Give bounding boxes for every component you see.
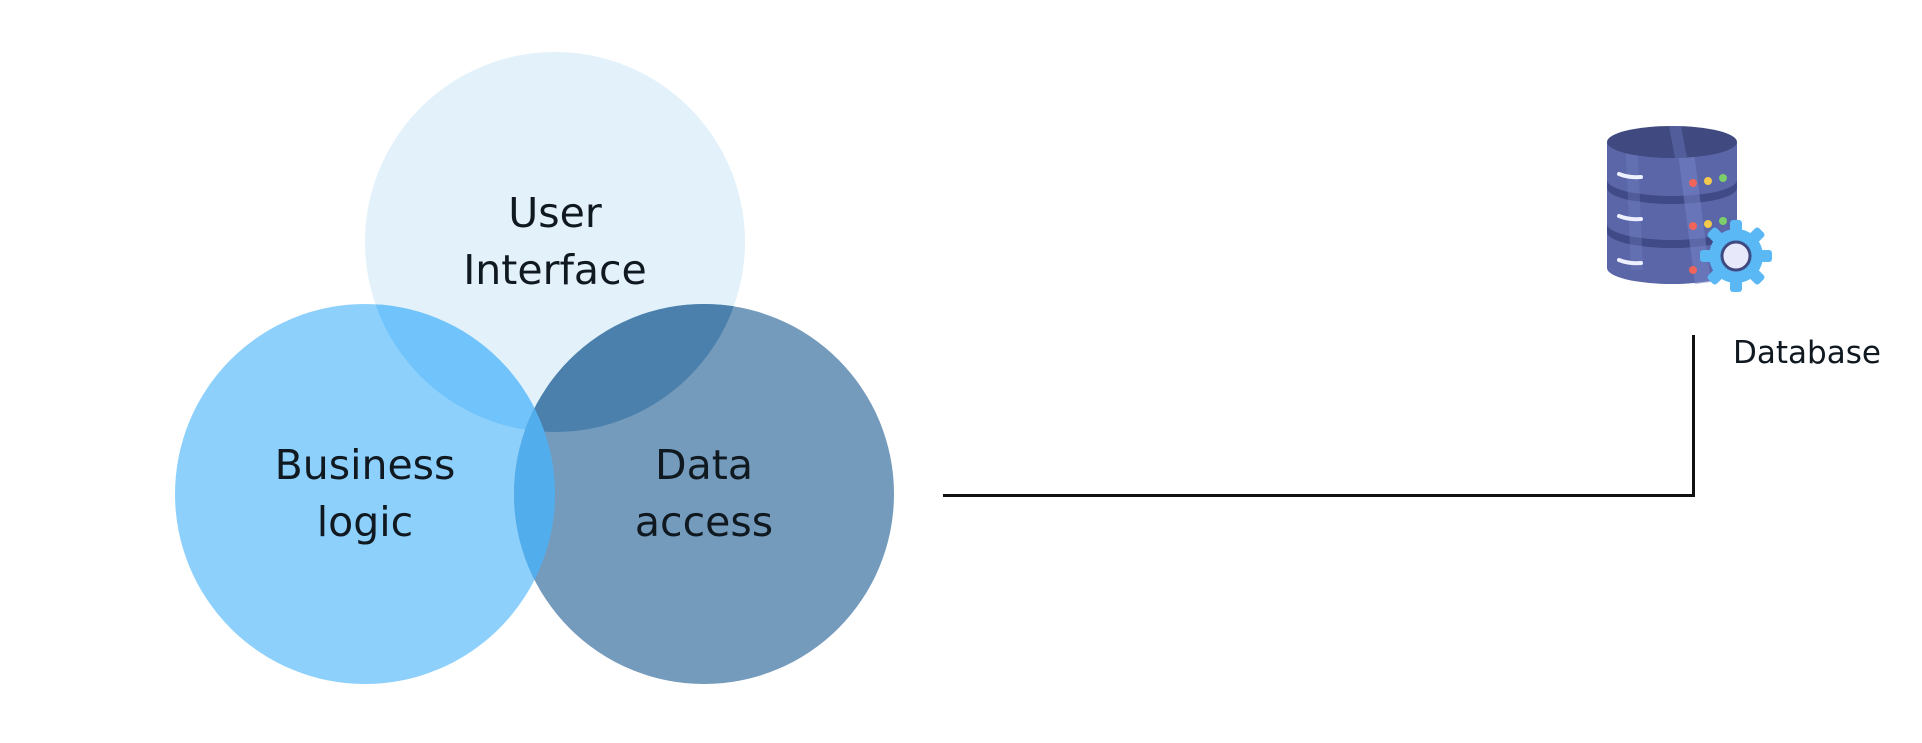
connector-horizontal-line: [943, 494, 1694, 497]
user-interface-label-line1: User: [508, 189, 602, 237]
business-logic-label: Business logic: [215, 437, 515, 551]
data-access-label: Data access: [554, 437, 854, 551]
data-access-label-line2: access: [634, 498, 774, 546]
data-access-label-line1: Data: [655, 441, 753, 489]
database-gear-icon: [1607, 126, 1772, 292]
ui-data-overlap: [514, 304, 745, 432]
user-interface-label: User Interface: [405, 185, 705, 299]
user-interface-label-line2: Interface: [463, 246, 647, 294]
business-logic-label-line1: Business: [274, 441, 456, 489]
connector-vertical-line: [1692, 335, 1695, 497]
database-label: Database: [1733, 335, 1881, 371]
ui-business-overlap: [365, 304, 555, 432]
business-logic-label-line2: logic: [316, 498, 414, 546]
